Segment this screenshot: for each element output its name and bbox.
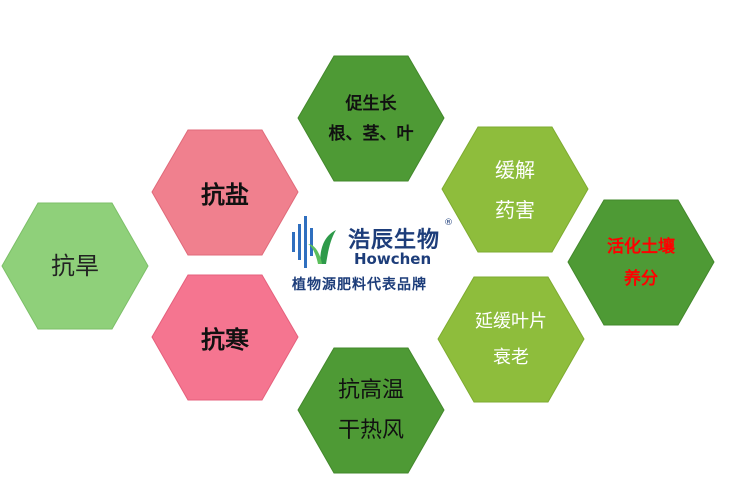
hex-drought: 抗旱	[0, 200, 150, 332]
hex-senescence: 延缓叶片 衰老	[436, 274, 586, 405]
registered-mark: ®	[444, 218, 453, 228]
hex-senescence-line-1: 延缓叶片	[475, 310, 547, 332]
hex-growth: 促生长 根、茎、叶	[296, 53, 446, 184]
hex-growth-line-2: 根、茎、叶	[328, 123, 414, 144]
brand-tagline: 植物源肥料代表品牌	[292, 277, 427, 293]
hex-growth-line-1: 促生长	[345, 93, 397, 114]
hex-soil: 活化土壤 养分	[566, 197, 716, 328]
hex-soil-line-1: 活化土壤	[607, 236, 675, 257]
brand-logo: 浩辰生物 ® Howchen 植物源肥料代表品牌	[288, 210, 458, 300]
hex-heat-line-1: 抗高温	[337, 377, 404, 403]
hex-senescence-line-2: 衰老	[493, 346, 529, 368]
hex-cold: 抗寒	[150, 272, 300, 403]
brand-name-cn: 浩辰生物	[348, 228, 441, 253]
hex-relieve-line-2: 药害	[495, 197, 535, 222]
hex-heat: 抗高温 干热风	[296, 345, 446, 476]
hex-salt-line-1: 抗盐	[201, 181, 249, 209]
hex-soil-line-2: 养分	[624, 268, 658, 289]
hex-cold-line-1: 抗寒	[201, 326, 249, 354]
hex-relieve: 缓解 药害	[440, 124, 590, 255]
brand-name-en: Howchen	[354, 250, 432, 268]
hex-salt: 抗盐	[150, 127, 300, 258]
hex-relieve-line-1: 缓解	[495, 157, 535, 182]
logo-mark-icon	[292, 216, 336, 268]
hex-heat-line-2: 干热风	[337, 417, 404, 443]
hex-drought-line-1: 抗旱	[51, 252, 99, 280]
